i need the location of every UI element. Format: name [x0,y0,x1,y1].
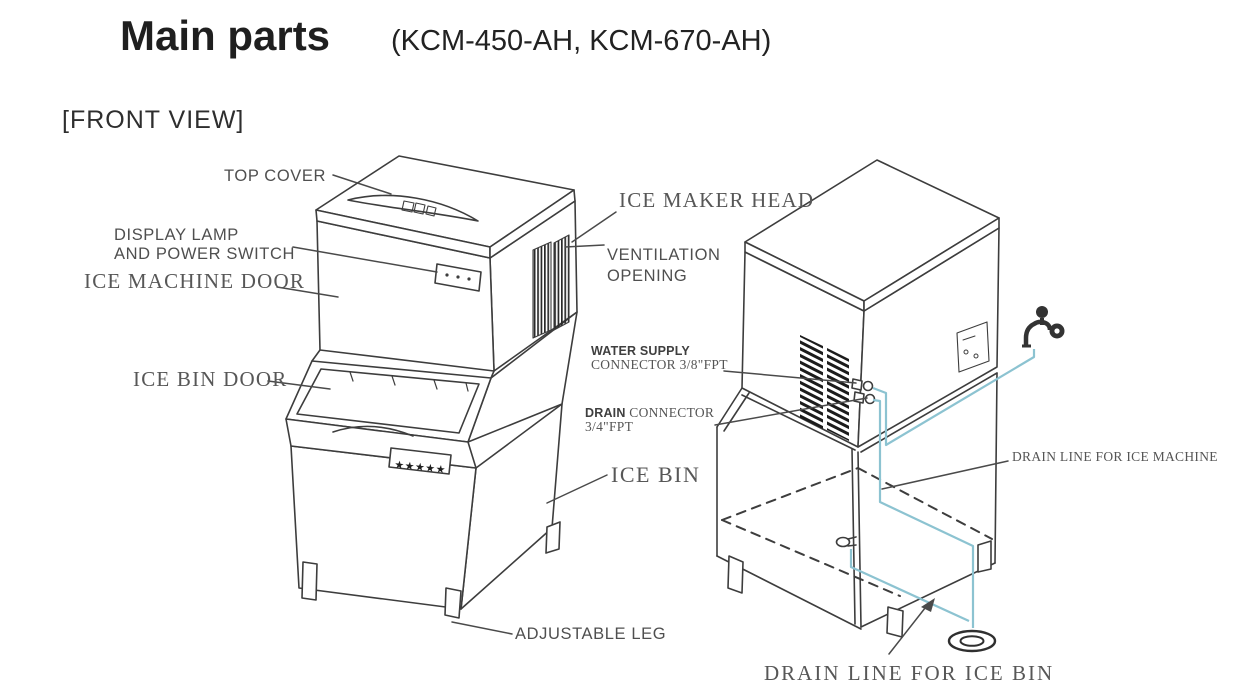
left-ice-bin-body [290,311,578,610]
callout-drain-line-ice-machine: DRAIN LINE FOR ICE MACHINE [1012,449,1218,464]
top-cover-handle [347,194,479,222]
callout-ventilation-opening: VENTILATION OPENING [607,245,721,287]
callout-leader-lines [267,174,1009,655]
callout-display-lamp-line2: AND POWER SWITCH [114,245,296,263]
callout-display-lamp-power-switch: DISPLAY LAMP AND POWER SWITCH [114,226,295,264]
callout-drain-connector-rest: CONNECTOR [625,405,715,420]
bin-drain-stub-icon [835,536,857,548]
callout-ice-bin: ICE BIN [611,462,701,487]
drain-line-for-ice-machine-pipe [872,398,975,628]
callout-display-lamp-line1: DISPLAY LAMP [114,226,239,244]
rear-vent-grille-icon [800,335,849,441]
callout-adjustable-leg: ADJUSTABLE LEG [515,625,667,643]
callout-water-supply-line1: WATER SUPPLY [591,344,690,358]
star-decor: ★★★★★ [394,459,447,476]
front-view-label: [FRONT VIEW] [62,106,245,134]
left-machine-illustration: ★★★★★ [285,155,578,619]
drain-line-for-ice-bin-pipe [849,549,970,623]
callout-top-cover: TOP COVER [224,167,326,185]
callout-drain-word: DRAIN [585,406,626,420]
page-title: Main parts [120,12,331,59]
callout-water-supply-connector: WATER SUPPLY CONNECTOR 3/8"FPT [591,344,728,372]
display-lamp-panel [434,263,482,292]
callout-water-supply-line2: CONNECTOR 3/8"FPT [591,357,728,372]
ventilation-grille-icon [532,234,570,339]
callout-ventilation-line2: OPENING [607,267,688,285]
callout-ventilation-line1: VENTILATION [607,246,721,264]
left-ice-bin-door [285,360,492,475]
callout-drain-line-ice-bin: DRAIN LINE FOR ICE BIN [764,661,1055,685]
right-machine-illustration [716,159,1000,638]
water-supply-line [872,349,1036,447]
left-adjustable-legs [301,521,561,619]
floor-drain-icon [947,629,997,653]
callout-drain-connector: DRAIN CONNECTOR 3/4"FPT [585,406,714,434]
callout-ice-machine-door: ICE MACHINE DOOR [84,269,306,293]
callout-ice-bin-door: ICE BIN DOOR [133,367,288,391]
faucet-icon [1022,306,1065,348]
rating-plate [956,321,990,373]
right-adjustable-legs [727,540,992,638]
model-numbers: (KCM-450-AH, KCM-670-AH) [391,25,772,57]
callout-ice-maker-head: ICE MAKER HEAD [619,188,815,212]
callout-drain-connector-line2: 3/4"FPT [585,419,634,434]
